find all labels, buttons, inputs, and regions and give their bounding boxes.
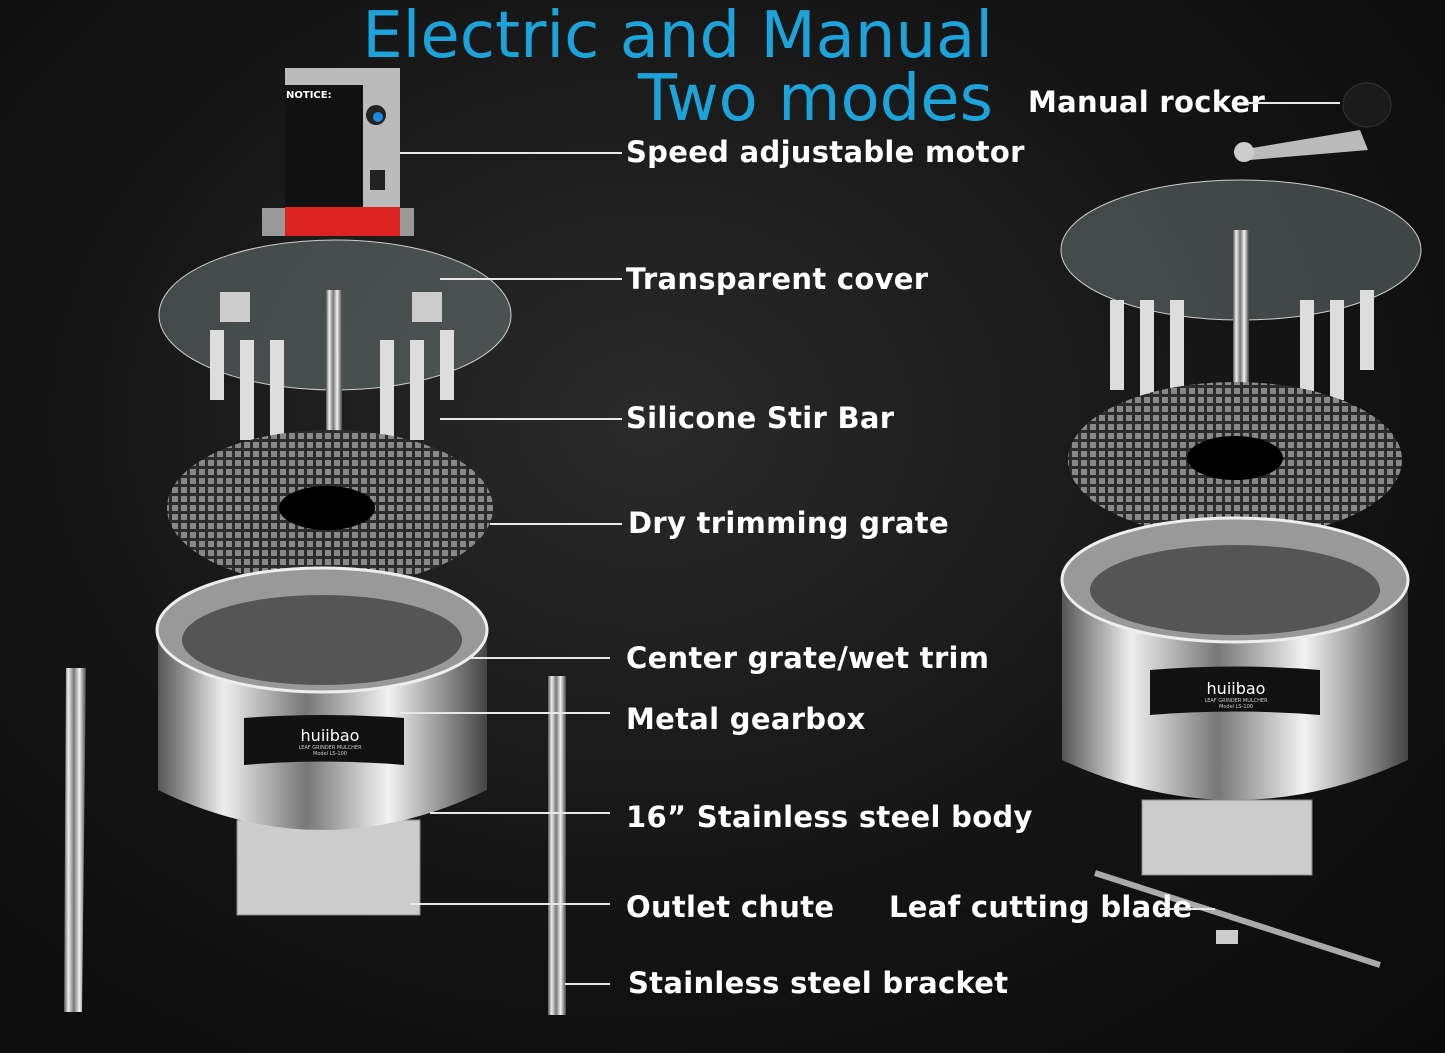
brand-subtitle: LEAF GRINDER MULCHER <box>1204 698 1268 704</box>
leader-line <box>440 418 622 420</box>
brand-model: Model LS-100 <box>313 751 347 757</box>
label-manual-rocker: Manual rocker <box>1028 85 1266 119</box>
leader-line <box>400 712 610 714</box>
label-motor: Speed adjustable motor <box>626 135 1025 169</box>
body-right <box>1060 516 1410 876</box>
leader-line <box>410 903 610 905</box>
leader-line <box>1160 908 1215 910</box>
grate-left <box>167 430 493 586</box>
leader-line <box>1248 102 1340 104</box>
leader-line <box>440 278 622 280</box>
leader-line <box>565 983 610 985</box>
label-dry-grate: Dry trimming grate <box>628 506 949 540</box>
body-left <box>155 566 489 916</box>
leader-line <box>490 523 622 525</box>
leaf-cutting-blade <box>1094 870 1381 968</box>
brand-logo-left: huiibao LEAF GRINDER MULCHER Model LS-10… <box>280 726 380 757</box>
label-cover: Transparent cover <box>626 262 929 296</box>
label-chute: Outlet chute <box>626 890 835 924</box>
motor-notice-text: NOTICE: <box>286 90 332 101</box>
label-blade: Leaf cutting blade <box>889 890 1193 924</box>
bracket-left <box>64 668 566 1015</box>
label-body: 16” Stainless steel body <box>626 800 1033 834</box>
label-stir-bar: Silicone Stir Bar <box>626 401 895 435</box>
title-line-2: Two modes <box>637 62 993 136</box>
manual-rocker <box>1234 82 1392 162</box>
leader-line <box>400 152 622 154</box>
leader-line <box>430 812 610 814</box>
label-center-grate: Center grate/wet trim <box>626 641 990 675</box>
leader-line <box>470 657 610 659</box>
brand-model: Model LS-100 <box>1219 704 1253 710</box>
brand-name: huiibao <box>300 726 360 745</box>
transparent-cover-left <box>158 239 512 505</box>
brand-name: huiibao <box>1206 679 1266 698</box>
title-line-1: Electric and Manual <box>362 0 993 73</box>
label-gearbox: Metal gearbox <box>626 702 866 736</box>
grate-right <box>1068 382 1402 538</box>
motor-box <box>262 68 414 236</box>
brand-logo-right: huiibao LEAF GRINDER MULCHER Model LS-10… <box>1186 679 1286 710</box>
label-bracket: Stainless steel bracket <box>628 966 1009 1000</box>
brand-subtitle: LEAF GRINDER MULCHER <box>298 745 362 751</box>
